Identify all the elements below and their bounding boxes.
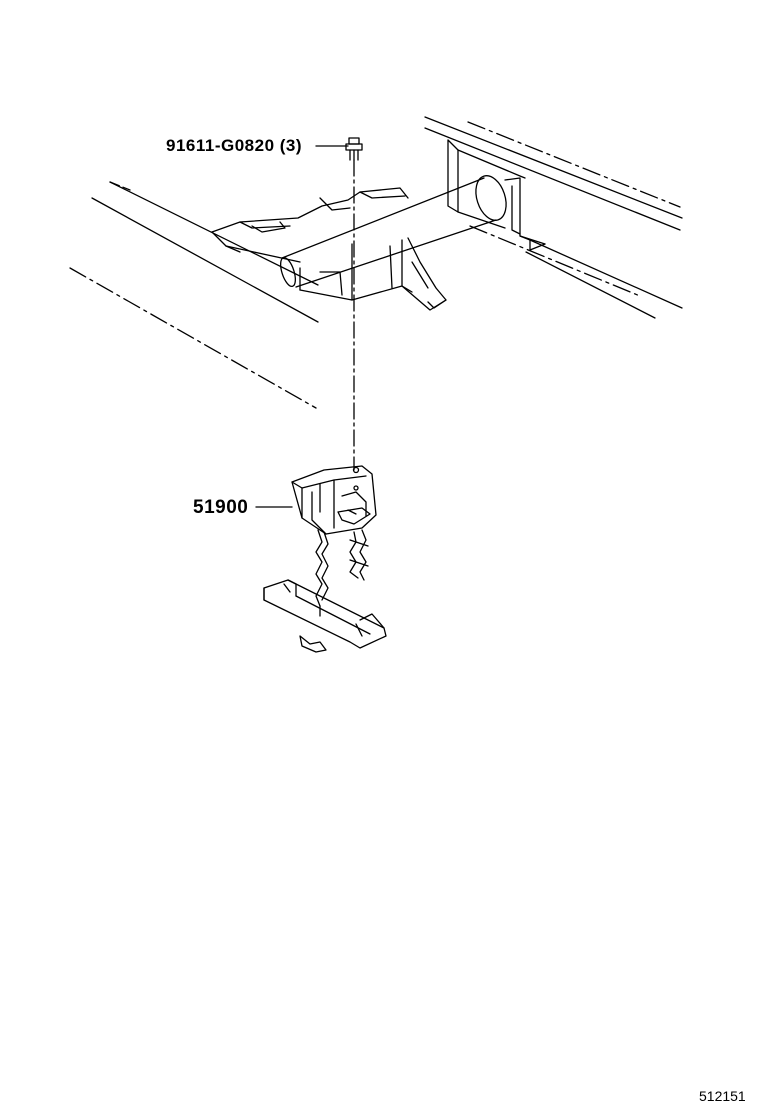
- illustration-code: 512151: [699, 1088, 746, 1104]
- hanger-mount-bracket: [212, 188, 446, 310]
- cross-member-tube: [278, 172, 512, 288]
- left-frame-rail: [70, 182, 318, 408]
- spare-tire-hanger-51900: [264, 466, 386, 652]
- right-frame-rail: [425, 117, 682, 318]
- bolt-91611-g0820: [346, 138, 362, 160]
- bolt-part-number-label: 91611-G0820 (3): [166, 136, 303, 155]
- spare-tire-hanger-part-number-label: 51900: [193, 497, 249, 518]
- right-channel-bracket: [448, 140, 545, 250]
